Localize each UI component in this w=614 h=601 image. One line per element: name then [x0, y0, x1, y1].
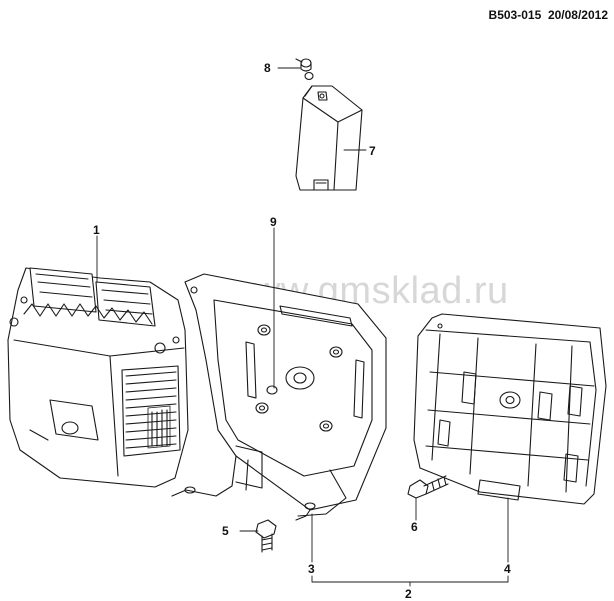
- part-bracket-3: [171, 273, 387, 521]
- part-bolt-6: [407, 475, 449, 499]
- part-screw-8: [295, 58, 314, 81]
- callout-3: 3: [308, 562, 315, 576]
- callout-5: 5: [222, 524, 229, 538]
- callout-4: 4: [504, 562, 511, 576]
- callout-1: 1: [93, 223, 100, 237]
- callout-6: 6: [411, 520, 418, 534]
- diagram-code: B503-015 20/08/2012: [489, 8, 608, 22]
- part-bolt-5: [255, 519, 277, 553]
- callout-9: 9: [270, 215, 277, 229]
- part-module-7: [295, 85, 363, 191]
- diagram-code-number: B503-015: [488, 8, 542, 22]
- part-ecu-1: [7, 267, 189, 488]
- callout-7: 7: [369, 144, 376, 158]
- part-tray-4: [413, 313, 607, 505]
- leader-lines: [96, 67, 509, 587]
- leader-bracket-2: [311, 575, 509, 583]
- ecu-heat-sink: [121, 365, 181, 457]
- callout-2: 2: [405, 587, 412, 601]
- diagram-date: 20/08/2012: [547, 8, 608, 22]
- callout-8: 8: [264, 61, 271, 75]
